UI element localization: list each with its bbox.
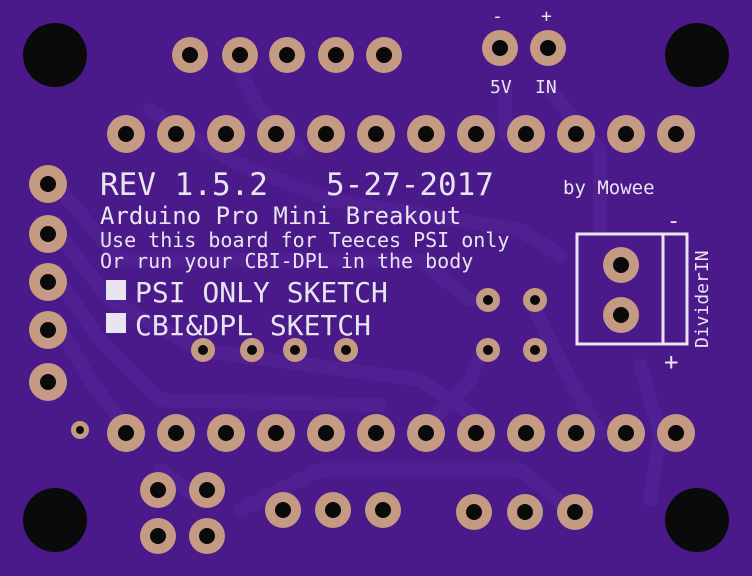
bottom-row-pad (257, 414, 295, 452)
bottom-right-pad (507, 494, 543, 530)
divider-pad (603, 297, 639, 333)
top-row-pad (407, 115, 445, 153)
divider-in-label: DividerIN (692, 250, 713, 348)
bottom-row-pad (207, 414, 245, 452)
small-pin-pad (240, 338, 264, 362)
power-plus-label: + (541, 6, 552, 27)
bottom-row-pad (407, 414, 445, 452)
left-header-pad (29, 165, 67, 203)
jumper-pad (476, 338, 500, 362)
author-label: by Mowee (563, 177, 655, 199)
top-header-pad (222, 37, 258, 73)
mounting-hole-top-right (665, 23, 729, 87)
bottom-right-pad (456, 494, 492, 530)
left-header-pad (29, 215, 67, 253)
cbi-dpl-label: CBI&DPL SKETCH (135, 309, 371, 342)
note-line-1: Use this board for Teeces PSI only (100, 228, 509, 252)
power-minus-label: - (492, 6, 503, 27)
top-row-pad (357, 115, 395, 153)
top-row-pad (207, 115, 245, 153)
divider-pad (603, 247, 639, 283)
mounting-hole-top-left (23, 23, 87, 87)
bottom-row-pad (507, 414, 545, 452)
top-row-pad (507, 115, 545, 153)
bottom-row-pad (457, 414, 495, 452)
date-label: 5-27-2017 (326, 167, 494, 203)
top-row-pad (607, 115, 645, 153)
revision-label: REV 1.5.2 (100, 167, 268, 203)
bottom-left-pad (140, 518, 176, 554)
top-row-pad (657, 115, 695, 153)
top-row-pad (257, 115, 295, 153)
bottom-middle-pad (315, 492, 351, 528)
left-header-pad (29, 311, 67, 349)
psi-only-label: PSI ONLY SKETCH (135, 276, 388, 309)
small-pin-pad (334, 338, 358, 362)
bottom-row-pad (657, 414, 695, 452)
small-pin-pad (191, 338, 215, 362)
power-minus-pad (482, 30, 518, 66)
copper-traces (53, 63, 668, 517)
bottom-row-pad (607, 414, 645, 452)
bottom-left-pad (140, 472, 176, 508)
via-pad (71, 421, 89, 439)
pads (29, 30, 695, 554)
bottom-row-pad (107, 414, 145, 452)
jumper-pad (476, 288, 500, 312)
power-5v-label: 5V (490, 77, 512, 98)
divider-plus-label: + (664, 348, 678, 376)
bottom-row-pad (307, 414, 345, 452)
bottom-right-pad (557, 494, 593, 530)
jumper-pad (523, 288, 547, 312)
board-title: Arduino Pro Mini Breakout (100, 202, 461, 230)
divider-minus-label: - (667, 209, 680, 234)
power-plus-pad (530, 30, 566, 66)
bottom-middle-pad (265, 492, 301, 528)
top-row-pad (457, 115, 495, 153)
top-row-pad (557, 115, 595, 153)
left-header-pad (29, 263, 67, 301)
note-line-2: Or run your CBI-DPL in the body (100, 249, 473, 273)
mounting-holes (23, 23, 729, 552)
mounting-hole-bottom-left (23, 488, 87, 552)
top-header-pad (269, 37, 305, 73)
cbi-dpl-checkbox (106, 313, 126, 333)
bottom-row-pad (557, 414, 595, 452)
bottom-left-pad (189, 472, 225, 508)
top-header-pad (366, 37, 402, 73)
divider-connector (575, 232, 689, 346)
top-row-pad (157, 115, 195, 153)
bottom-row-pad (157, 414, 195, 452)
bottom-row-pad (357, 414, 395, 452)
small-pin-pad (283, 338, 307, 362)
psi-only-checkbox (106, 280, 126, 300)
left-header-pad (29, 363, 67, 401)
bottom-middle-pad (365, 492, 401, 528)
top-header-pad (318, 37, 354, 73)
top-row-pad (307, 115, 345, 153)
bottom-left-pad (189, 518, 225, 554)
power-in-label: IN (535, 77, 557, 98)
top-header-pad (172, 37, 208, 73)
top-row-pad (107, 115, 145, 153)
mounting-hole-bottom-right (665, 488, 729, 552)
jumper-pad (523, 338, 547, 362)
